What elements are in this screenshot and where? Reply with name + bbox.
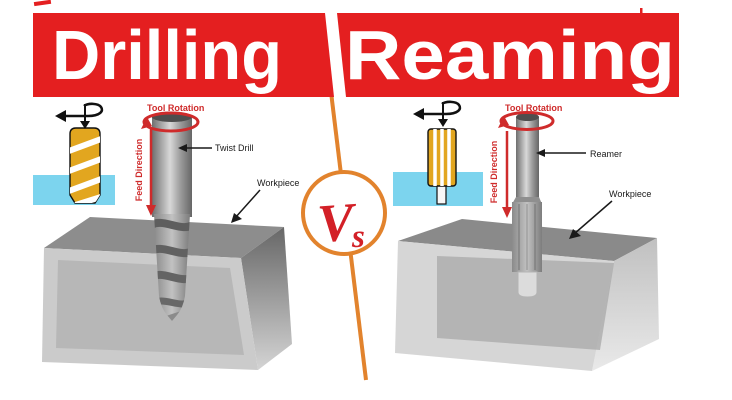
drill-flutes-body xyxy=(154,214,190,321)
twist-drill-pointer-arrow xyxy=(178,144,212,152)
rotation-arrow-icon-right xyxy=(413,100,462,127)
reamer-label: Reamer xyxy=(590,149,622,159)
vs-letter-s: s xyxy=(351,219,365,255)
reamer-flute-lines xyxy=(518,204,536,270)
red-mark-top-left xyxy=(33,0,52,7)
tool-rotation-label-right: Tool Rotation xyxy=(505,103,562,113)
tool-rotation-arrow-right xyxy=(498,111,555,131)
workpiece-pointer-arrow-left xyxy=(231,189,261,223)
workpiece-block-left xyxy=(42,217,292,370)
reamer xyxy=(512,113,542,298)
workpiece-block-right xyxy=(395,219,659,371)
workpiece-inner-core xyxy=(437,256,614,350)
workpiece-label-right: Workpiece xyxy=(609,189,651,199)
vs-badge: V s xyxy=(301,170,387,256)
reamer-tip xyxy=(517,271,538,298)
reaming-banner xyxy=(337,13,679,97)
reamer-pointer-arrow xyxy=(536,149,586,157)
vs-circle xyxy=(301,170,387,256)
drilling-banner xyxy=(33,13,334,97)
red-mark-top-right xyxy=(640,8,643,16)
drilling-title: Drilling xyxy=(52,16,282,94)
reamer-top xyxy=(516,113,539,121)
twist-drill xyxy=(152,112,192,321)
workpiece-inner-core xyxy=(56,260,244,355)
feed-direction-arrow-left xyxy=(146,128,156,216)
workpiece-pointer-arrow-right xyxy=(569,200,613,239)
reamer-icon-pin xyxy=(436,183,447,205)
drill-shank xyxy=(152,117,192,217)
drill-icon-stripes xyxy=(70,135,100,203)
feed-direction-label-left: Feed Direction xyxy=(134,139,144,202)
rotation-arrow-icon-left xyxy=(55,102,104,129)
reamer-icon-stripes xyxy=(433,129,451,186)
feed-direction-arrow-right xyxy=(502,131,512,218)
reaming-title: Reaming xyxy=(345,16,675,94)
tool-rotation-label-left: Tool Rotation xyxy=(147,103,204,113)
reamer-shank xyxy=(516,117,539,197)
workpiece-label-left: Workpiece xyxy=(257,178,299,188)
workpiece-side-face xyxy=(592,238,659,371)
tool-rotation-arrow-left xyxy=(141,111,200,133)
twist-drill-label: Twist Drill xyxy=(215,143,254,153)
feed-direction-label-right: Feed Direction xyxy=(489,141,499,204)
reamer-icon xyxy=(393,100,483,206)
workpiece-side-face xyxy=(241,227,292,370)
drill-icon xyxy=(33,102,115,205)
